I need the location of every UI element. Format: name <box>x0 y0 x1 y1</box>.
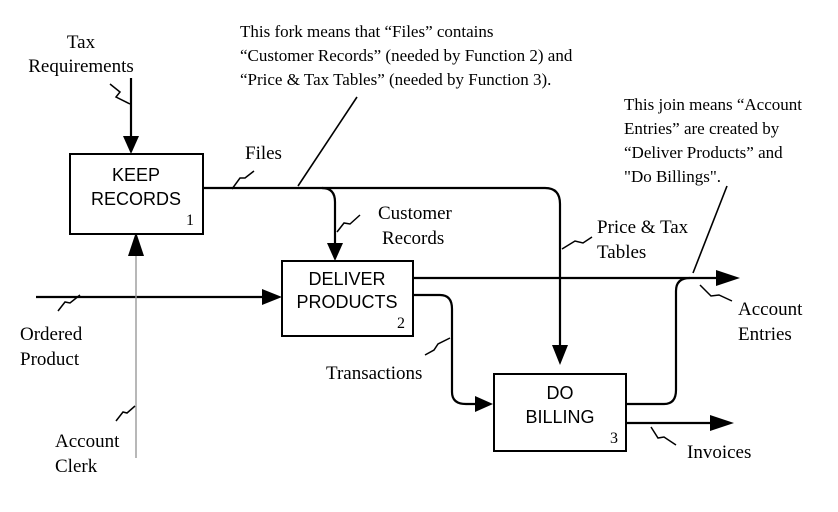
box-keep-records-frame <box>69 153 204 235</box>
arrow-billing-join <box>626 276 691 406</box>
box-deliver-products-title-2: PRODUCTS <box>296 292 397 312</box>
label-invoices: Invoices <box>687 442 751 463</box>
arrow-transactions <box>413 293 476 406</box>
box-keep-records-number: 1 <box>186 212 194 229</box>
label-transactions: Transactions <box>326 363 422 384</box>
label-ordered-product-1: Ordered <box>20 324 83 345</box>
flow-labels: Tax Requirements Files Customer Records … <box>20 32 803 477</box>
box-deliver-products-title-1: DELIVER <box>308 269 385 289</box>
box-deliver-products-frame <box>281 260 414 337</box>
squiggle-files <box>231 170 255 190</box>
join-note-line-3: “Deliver Products” and <box>624 143 783 162</box>
box-keep-records: KEEP RECORDS 1 <box>69 153 204 235</box>
arrowhead-transactions <box>475 396 493 412</box>
join-note-line-2: Entries” are created by <box>624 119 780 138</box>
arrow-customer-records <box>321 186 337 243</box>
box-do-billing: DO BILLING 3 <box>493 373 627 452</box>
box-do-billing-title-2: BILLING <box>525 407 594 427</box>
fork-note: This fork means that “Files” contains “C… <box>240 22 573 89</box>
squiggle-account-entries <box>699 284 733 302</box>
squiggle-customer-records <box>336 214 361 233</box>
label-account-entries-2: Entries <box>738 324 792 345</box>
fork-note-line-2: “Customer Records” (needed by Function 2… <box>240 46 573 65</box>
fork-note-line-1: This fork means that “Files” contains <box>240 22 494 41</box>
label-ordered-product-2: Product <box>20 349 80 370</box>
join-note-line-4: "Do Billings". <box>624 167 721 186</box>
label-files: Files <box>245 143 282 164</box>
arrowhead-tax-requirements <box>123 136 139 154</box>
leader-join-note <box>692 185 728 274</box>
arrowhead-customer-records <box>327 243 343 261</box>
box-deliver-products-number: 2 <box>397 315 405 332</box>
label-account-clerk-1: Account <box>55 431 120 452</box>
squiggle-invoices <box>650 426 677 446</box>
label-account-clerk-2: Clerk <box>55 456 98 477</box>
flow-lines <box>36 78 740 458</box>
label-price-tax-tables-2: Tables <box>597 242 646 263</box>
arrowhead-ordered-product <box>262 289 282 305</box>
label-customer-records-1: Customer <box>378 203 453 224</box>
arrowhead-account-entries <box>716 270 740 286</box>
box-deliver-products: DELIVER PRODUCTS 2 <box>281 260 414 337</box>
label-customer-records-2: Records <box>382 228 444 249</box>
squiggles <box>57 83 733 446</box>
join-note: This join means “Account Entries” are cr… <box>624 95 802 186</box>
arrowhead-account-clerk <box>128 232 144 256</box>
arrow-files-to-billing <box>203 186 562 345</box>
leader-fork-note <box>297 96 358 187</box>
label-account-entries-1: Account <box>738 299 803 320</box>
fork-note-line-3: “Price & Tax Tables” (needed by Function… <box>240 70 551 89</box>
label-tax-requirements-2: Requirements <box>28 56 134 77</box>
squiggle-tax <box>109 83 131 105</box>
squiggle-price-tax <box>561 236 593 250</box>
box-keep-records-title-1: KEEP <box>112 165 160 185</box>
arrowhead-price-tax-tables <box>552 345 568 365</box>
squiggle-transactions <box>424 337 451 356</box>
squiggle-ordered-product <box>57 294 81 312</box>
box-do-billing-title-1: DO <box>547 383 574 403</box>
box-keep-records-title-2: RECORDS <box>91 189 181 209</box>
squiggle-account-clerk <box>115 405 136 422</box>
label-price-tax-tables-1: Price & Tax <box>597 217 689 238</box>
box-do-billing-frame <box>493 373 627 452</box>
join-note-line-1: This join means “Account <box>624 95 802 114</box>
arrowhead-invoices <box>710 415 734 431</box>
box-do-billing-number: 3 <box>610 430 618 447</box>
label-tax-requirements-1: Tax <box>67 32 96 53</box>
